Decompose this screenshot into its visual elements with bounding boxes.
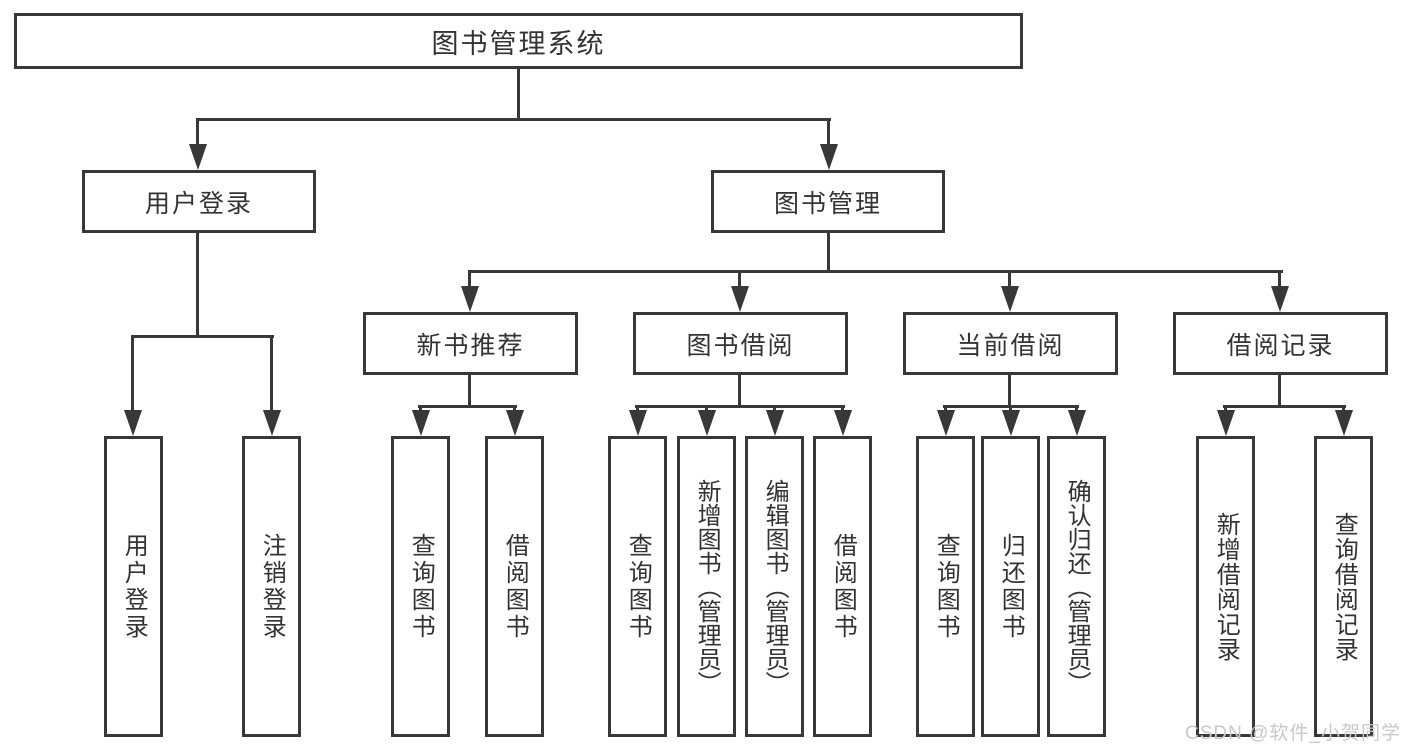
- leaf-edit-books-admin: 编辑图书（管理员）: [745, 436, 804, 737]
- connector-line: [827, 118, 830, 150]
- leaf-return-books-label: 归还图书: [997, 532, 1025, 641]
- leaf-logout-label: 注销登录: [258, 532, 286, 641]
- connector-line: [197, 118, 831, 121]
- leaf-add-books-admin-label: 新增图书（管理员）: [693, 478, 721, 695]
- arrow-down-icon: [461, 286, 479, 312]
- arrow-down-icon: [731, 286, 749, 312]
- arrow-down-icon: [1068, 410, 1086, 436]
- leaf-query-books-current-label: 查询图书: [932, 532, 960, 641]
- arrow-down-icon: [820, 144, 838, 170]
- arrow-down-icon: [834, 410, 852, 436]
- csdn-watermark: CSDN @软件_小贺同学: [1185, 723, 1401, 744]
- connector-line: [1278, 373, 1281, 408]
- arrow-down-icon: [1001, 286, 1019, 312]
- node-new-book-recommend-label: 新书推荐: [416, 331, 525, 360]
- arrow-down-icon: [1002, 410, 1020, 436]
- arrow-down-icon: [189, 144, 207, 170]
- leaf-query-books-borrow-label: 查询图书: [624, 532, 652, 641]
- arrow-down-icon: [263, 410, 281, 436]
- connector-line: [196, 231, 199, 337]
- connector-line: [131, 335, 274, 338]
- node-borrow-records-label: 借阅记录: [1226, 331, 1335, 360]
- connector-line: [517, 66, 520, 120]
- leaf-query-borrow-record-label: 查询借阅记录: [1330, 511, 1358, 662]
- leaf-add-borrow-record: 新增借阅记录: [1196, 436, 1255, 737]
- node-current-borrow-label: 当前借阅: [956, 331, 1065, 360]
- node-borrow-records: 借阅记录: [1173, 312, 1388, 375]
- leaf-add-books-admin: 新增图书（管理员）: [677, 436, 736, 737]
- connector-line: [131, 335, 134, 412]
- node-user-login-label: 用户登录: [144, 189, 253, 218]
- node-user-login: 用户登录: [82, 170, 316, 233]
- connector-line: [418, 405, 517, 408]
- connector-line: [1008, 373, 1011, 408]
- arrow-down-icon: [506, 410, 524, 436]
- node-root: 图书管理系统: [14, 13, 1023, 69]
- connector-line: [196, 118, 199, 150]
- connector-line: [1008, 270, 1011, 290]
- arrow-down-icon: [766, 410, 784, 436]
- arrow-down-icon: [698, 410, 716, 436]
- connector-line: [1223, 405, 1346, 408]
- leaf-return-books: 归还图书: [981, 436, 1040, 737]
- leaf-query-books-recommend: 查询图书: [391, 436, 450, 737]
- leaf-confirm-return-admin-label: 确认归还（管理员）: [1063, 478, 1091, 695]
- connector-line: [738, 373, 741, 408]
- connector-line: [827, 231, 830, 273]
- leaf-add-borrow-record-label: 新增借阅记录: [1212, 511, 1240, 662]
- arrow-down-icon: [1217, 410, 1235, 436]
- node-current-borrow: 当前借阅: [903, 312, 1118, 375]
- leaf-logout: 注销登录: [242, 436, 301, 737]
- leaf-query-books-recommend-label: 查询图书: [407, 532, 435, 641]
- connector-line: [468, 270, 471, 290]
- leaf-query-books-borrow: 查询图书: [608, 436, 667, 737]
- leaf-confirm-return-admin: 确认归还（管理员）: [1047, 436, 1106, 737]
- arrow-down-icon: [1335, 410, 1353, 436]
- node-new-book-recommend: 新书推荐: [363, 312, 578, 375]
- leaf-borrow-books-recommend: 借阅图书: [485, 436, 544, 737]
- connector-line: [738, 270, 741, 290]
- arrow-down-icon: [937, 410, 955, 436]
- node-book-management: 图书管理: [711, 170, 945, 233]
- connector-line: [468, 270, 1283, 273]
- arrow-down-icon: [629, 410, 647, 436]
- node-root-label: 图书管理系统: [431, 28, 606, 59]
- leaf-query-borrow-record: 查询借阅记录: [1314, 436, 1373, 737]
- arrow-down-icon: [124, 410, 142, 436]
- leaf-borrow-books-recommend-label: 借阅图书: [501, 532, 529, 641]
- leaf-user-login: 用户登录: [104, 436, 163, 737]
- leaf-query-books-current: 查询图书: [916, 436, 975, 737]
- arrow-down-icon: [412, 410, 430, 436]
- node-book-borrow: 图书借阅: [633, 312, 848, 375]
- node-book-borrow-label: 图书借阅: [686, 331, 795, 360]
- arrow-down-icon: [1271, 286, 1289, 312]
- node-book-management-label: 图书管理: [773, 189, 882, 218]
- leaf-user-login-label: 用户登录: [120, 532, 148, 641]
- connector-line: [1278, 270, 1281, 290]
- leaf-borrow-books: 借阅图书: [813, 436, 872, 737]
- connector-line: [270, 335, 273, 412]
- connector-line: [635, 405, 845, 408]
- connector-line: [468, 373, 471, 408]
- leaf-edit-books-admin-label: 编辑图书（管理员）: [761, 478, 789, 695]
- leaf-borrow-books-label: 借阅图书: [829, 532, 857, 641]
